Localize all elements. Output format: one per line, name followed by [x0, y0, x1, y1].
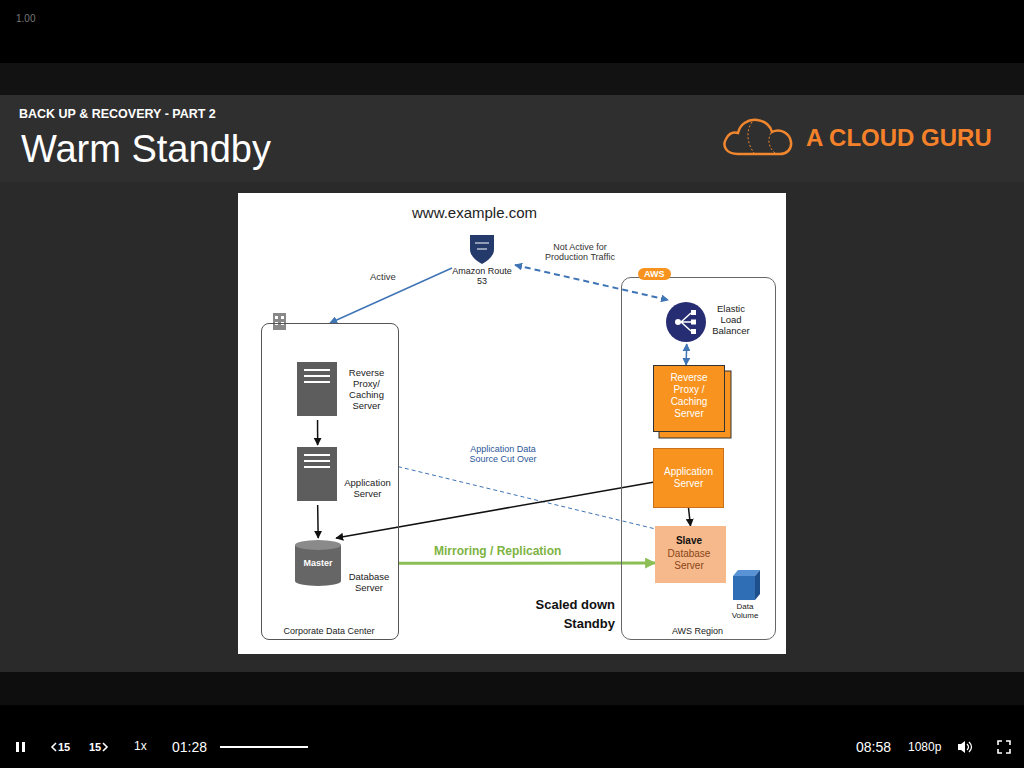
server-label: Reverse Proxy/ Caching Server — [343, 368, 390, 412]
speed-readout: 1.00 — [16, 13, 35, 25]
quality-setting: 1080p — [908, 741, 941, 755]
playback-speed: 1x — [134, 740, 147, 754]
lower-band — [0, 672, 1024, 705]
rewind-chevron — [52, 743, 56, 751]
content-panel — [0, 182, 1024, 672]
service-label: Amazon Route 53 — [452, 266, 512, 287]
server-label: Database Server — [343, 572, 395, 594]
standby-note: Scaled down Standby — [525, 596, 615, 634]
forward-seconds: 15 — [89, 741, 101, 754]
process-box: Application Server — [653, 448, 724, 508]
edge-label: Mirroring / Replication — [432, 545, 563, 559]
server-lines — [304, 455, 330, 467]
region-label: AWS Region — [622, 626, 773, 636]
rewind-seconds: 15 — [58, 741, 70, 754]
connector — [685, 344, 687, 365]
cloud-region: AWSAWS RegionElastic Load BalancerRevers… — [621, 277, 776, 640]
database-node: MasterDatabase Server — [293, 538, 398, 598]
volume-node: Data Volume — [725, 568, 768, 624]
connector — [398, 562, 655, 565]
region-label: Corporate Data Center — [262, 626, 396, 636]
brand-logo-text: A CLOUD GURU — [806, 124, 992, 152]
service-label: Elastic Load Balancer — [708, 304, 754, 337]
route53-icon — [470, 235, 494, 264]
server-label: Database Server — [655, 548, 723, 571]
elb-target — [691, 310, 696, 315]
pause-bar — [16, 742, 19, 752]
load-balancer: Elastic Load Balancer — [664, 300, 757, 344]
header-band — [0, 95, 1024, 182]
database-cylinder — [295, 540, 341, 586]
forward-chevron — [103, 743, 107, 751]
elapsed-time: 01:28 — [172, 739, 207, 755]
server-node: Application Server — [295, 445, 398, 505]
load-balancer-icon — [666, 302, 706, 342]
edge-label: Active — [368, 272, 398, 283]
server-label: Application Server — [340, 478, 395, 500]
connector — [317, 420, 319, 445]
volume-label: Data Volume — [725, 602, 765, 620]
elb-branches — [681, 313, 691, 331]
server-label: Reverse Proxy / Caching Server — [664, 372, 714, 420]
connector — [330, 268, 452, 323]
elb-target — [691, 329, 696, 334]
standby-box: SlaveDatabase Server — [655, 526, 726, 583]
dns-service: Amazon Route 53 — [452, 232, 515, 292]
pause-bar — [22, 742, 25, 752]
speaker-waves — [967, 742, 972, 752]
elb-hub — [675, 319, 681, 325]
section-heading: BACK UP & RECOVERY - PART 2 — [19, 107, 216, 121]
building-window — [275, 316, 278, 319]
server-body — [297, 447, 337, 501]
edge-label: Not Active for Production Traffic — [530, 242, 630, 263]
building-icon — [273, 313, 286, 330]
logo-line — [748, 122, 754, 153]
db-role-label: Master — [295, 558, 341, 568]
cylinder-body — [295, 545, 341, 586]
logo-line — [769, 133, 775, 153]
server-icon — [297, 447, 337, 501]
fullscreen-icon — [998, 741, 1010, 753]
connector — [317, 505, 319, 538]
db-role-label: Slave — [655, 535, 723, 547]
diagram-canvas — [238, 193, 786, 654]
top-band — [0, 63, 1024, 95]
cylinder-top — [295, 540, 341, 550]
logo-cloud — [725, 120, 792, 154]
logo-outline — [725, 120, 792, 154]
building-body — [273, 313, 286, 330]
elb-target — [691, 320, 696, 325]
building-window — [281, 316, 284, 319]
volume-icon — [733, 570, 760, 600]
process-box: Reverse Proxy / Caching Server — [653, 365, 725, 432]
data-center-region: Corporate Data Center Reverse Proxy/ Cach… — [261, 323, 399, 640]
connector-group — [318, 265, 691, 563]
connector — [398, 467, 655, 529]
connector — [336, 482, 653, 538]
connector — [689, 508, 691, 526]
volume-front — [733, 576, 755, 600]
speaker-icon — [958, 741, 965, 753]
total-time: 08:58 — [856, 739, 891, 755]
progress-bar — [220, 746, 308, 748]
cloud-badge: AWS — [638, 268, 671, 280]
server-label: Application Server — [657, 466, 720, 490]
volume-side — [755, 570, 760, 600]
route53-icon-mark — [475, 243, 489, 249]
edge-label: Application Data Source Cut Over — [466, 444, 540, 465]
server-icon — [297, 362, 337, 416]
server-body — [297, 362, 337, 416]
slide-title: Warm Standby — [21, 128, 271, 172]
server-node: Reverse Proxy/ Caching Server — [295, 360, 393, 420]
elb-circle — [666, 302, 706, 342]
server-lines — [304, 370, 330, 382]
domain-label: www.example.com — [412, 204, 537, 221]
